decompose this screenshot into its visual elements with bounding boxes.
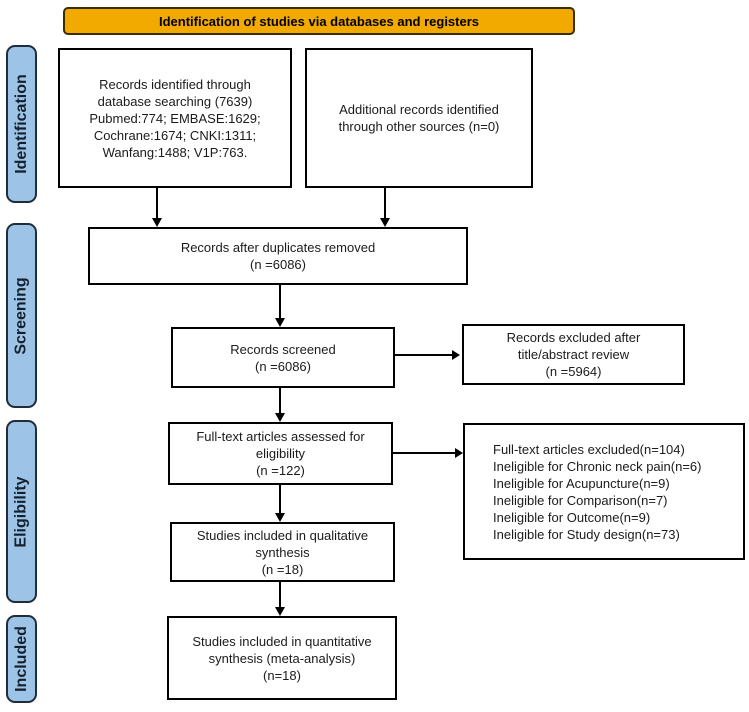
box-duplicates-removed-line: (n =6086) (249, 257, 306, 272)
box-fulltext-excluded-line: Ineligible for Outcome(n=9) (493, 509, 651, 525)
box-quantitative-synthesis-line: Studies included in quantitative (192, 633, 372, 649)
box-records-identified-line: database searching (7639) (97, 93, 253, 109)
box-additional-records: Additional records identified through ot… (305, 48, 533, 188)
box-fulltext-excluded-line: Full-text articles excluded(n=104) (493, 441, 685, 457)
box-records-excluded-line: title/abstract review (517, 347, 630, 362)
arrow-fulltext-to-excluded (393, 448, 463, 458)
stage-identification: Identification (6, 45, 37, 203)
box-qualitative-synthesis: Studies included in qualitative synthesi… (170, 522, 395, 582)
box-duplicates-removed: Records after duplicates removed (n =608… (88, 227, 468, 285)
arrow-identified-to-duplicates (152, 188, 162, 227)
box-records-excluded-line: (n =5964) (545, 364, 602, 379)
box-records-screened: Records screened (n =6086) (171, 327, 395, 388)
box-quantitative-synthesis-line: synthesis (meta-analysis) (208, 650, 356, 666)
box-records-identified-line: Wanfang:1488; V1P:763. (102, 144, 248, 160)
box-quantitative-synthesis: Studies included in quantitative synthes… (167, 616, 397, 700)
box-qualitative-synthesis-line: synthesis (255, 544, 310, 560)
stage-included-label: Included (12, 626, 30, 692)
box-additional-records-line: through other sources (n=0) (338, 119, 500, 134)
box-fulltext-excluded-line: Ineligible for Comparison(n=7) (493, 492, 668, 508)
box-fulltext-excluded-line: Ineligible for Chronic neck pain(n=6) (493, 458, 702, 474)
box-records-identified: Records identified through database sear… (58, 48, 292, 188)
box-qualitative-synthesis-line: Studies included in qualitative (196, 527, 369, 543)
stage-screening-label: Screening (12, 276, 30, 355)
stage-identification-label: Identification (12, 74, 30, 174)
arrow-screened-to-fulltext (275, 388, 285, 422)
stage-included: Included (6, 615, 37, 703)
box-fulltext-assessed-line: eligibility (255, 446, 306, 461)
arrow-fulltext-to-qualitative (275, 485, 285, 522)
box-fulltext-assessed-line: Full-text articles assessed for (196, 429, 365, 444)
arrow-screened-to-excluded (395, 350, 460, 360)
box-duplicates-removed-line: Records after duplicates removed (180, 240, 376, 255)
box-records-identified-line: Pubmed:774; EMBASE:1629; (89, 110, 261, 126)
box-records-identified-line: Cochrane:1674; CNKI:1311; (93, 127, 257, 143)
arrow-additional-to-duplicates (380, 188, 390, 227)
box-additional-records-line: Additional records identified (339, 102, 499, 117)
box-records-excluded: Records excluded after title/abstract re… (462, 324, 685, 385)
box-records-identified-line: Records identified through (99, 76, 251, 92)
stage-eligibility-label: Eligibility (12, 475, 30, 548)
box-records-excluded-line: Records excluded after (506, 330, 641, 345)
box-fulltext-excluded-line: Ineligible for Study design(n=73) (493, 526, 680, 542)
stage-screening: Screening (6, 223, 37, 408)
arrow-qualitative-to-quantitative (275, 582, 285, 616)
banner-title: Identification of studies via databases … (63, 7, 575, 35)
box-fulltext-excluded: Full-text articles excluded(n=104) Ineli… (463, 423, 745, 560)
stage-eligibility: Eligibility (6, 420, 37, 603)
box-fulltext-excluded-line: Ineligible for Acupuncture(n=9) (493, 475, 670, 491)
box-fulltext-assessed-line: (n =122) (256, 463, 305, 478)
box-qualitative-synthesis-line: (n =18) (261, 561, 304, 577)
box-records-screened-line: Records screened (230, 341, 336, 357)
box-quantitative-synthesis-line: (n=18) (263, 667, 301, 683)
box-fulltext-assessed: Full-text articles assessed for eligibil… (168, 422, 393, 485)
box-records-screened-line: (n =6086) (254, 358, 311, 374)
arrow-duplicates-to-screened (275, 285, 285, 327)
